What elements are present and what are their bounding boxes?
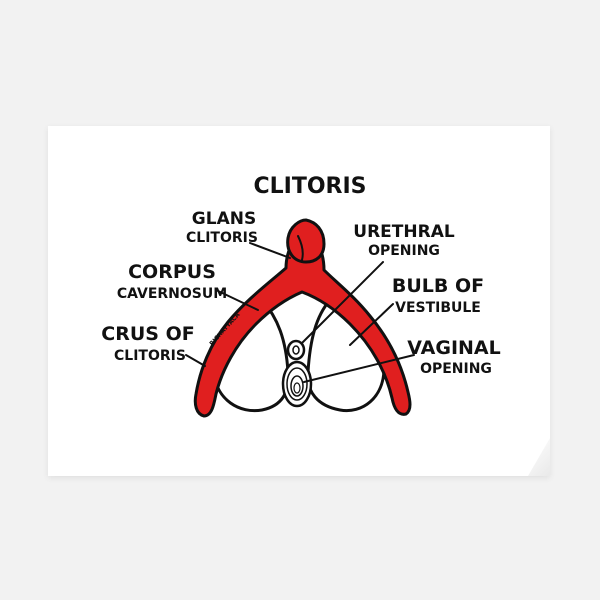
label-urethral-opening: URETHRAL OPENING [353,222,455,259]
urethral-opening-inner [292,345,300,355]
label-corpus-line2: CAVERNOSUM [117,286,227,302]
label-bulb-of-vestibule: BULB OF VESTIBULE [392,275,484,316]
label-crus-line1: CRUS OF [101,323,194,345]
label-corpus-line1: CORPUS [128,261,216,283]
leader-vaginal [303,354,415,383]
label-crus-line2: CLITORIS [114,348,186,364]
label-bulb-line1: BULB OF [392,275,484,297]
label-crus-of-clitoris: CRUS OF CLITORIS [101,323,194,364]
vaginal-opening-ring-3 [293,382,301,394]
label-glans-clitoris: GLANS CLITORIS [186,209,258,246]
label-urethral-line2: OPENING [368,243,440,259]
label-vaginal-line2: OPENING [420,361,492,377]
label-urethral-line1: URETHRAL [353,222,455,242]
leader-crus [185,354,206,367]
label-glans-line1: GLANS [192,209,256,229]
leader-corpus [215,289,259,311]
diagram-title: CLITORIS [253,174,366,199]
glans-clitoris-shape [286,218,326,264]
vaginal-opening-ring-1 [286,367,308,401]
label-bulb-line2: VESTIBULE [395,300,481,316]
poster [48,126,550,476]
leader-bulb [349,303,394,346]
label-vaginal-opening: VAGINAL OPENING [407,337,501,377]
leader-urethral [301,261,384,344]
vaginal-opening-ring-2 [290,375,304,397]
label-glans-line2: CLITORIS [186,230,258,246]
glans-detail-line [297,235,304,261]
leader-glans [249,242,291,259]
label-vaginal-line1: VAGINAL [407,337,501,359]
label-corpus-cavernosum: CORPUS CAVERNOSUM [117,261,227,302]
